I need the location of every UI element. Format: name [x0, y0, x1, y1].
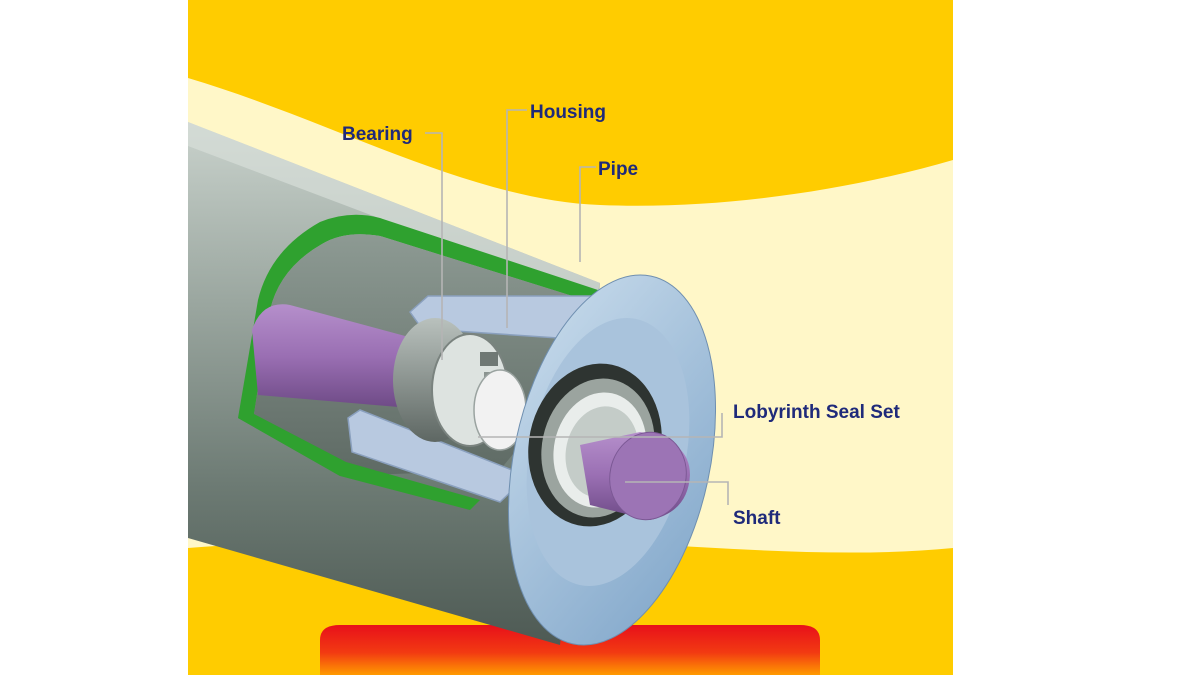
pipe-top-highlight — [188, 122, 600, 300]
shaft-inner — [252, 304, 420, 408]
leader-lines — [425, 109, 729, 505]
seal-leader-line — [478, 413, 723, 438]
shaft-end — [580, 431, 690, 521]
housing-leader-line — [506, 109, 527, 328]
base-platform — [320, 625, 820, 675]
label-seal: Lobyrinth Seal Set — [733, 402, 900, 423]
bearing-ball-1 — [480, 352, 498, 366]
pipe-lower-lining — [238, 414, 480, 510]
label-pipe: Pipe — [598, 159, 638, 180]
shaft-leader-line — [625, 481, 729, 505]
shaft-inner-body — [252, 304, 420, 408]
label-housing: Housing — [530, 102, 606, 123]
part-labels: Bearing Housing Pipe Lobyrinth Seal Set … — [342, 102, 900, 529]
label-bearing: Bearing — [342, 124, 413, 145]
bearing-leader-line — [425, 132, 443, 360]
shaft-end-face — [609, 431, 687, 521]
pipe-leader-line — [579, 166, 596, 262]
bearing-assembly — [393, 318, 527, 451]
label-shaft: Shaft — [733, 508, 781, 529]
